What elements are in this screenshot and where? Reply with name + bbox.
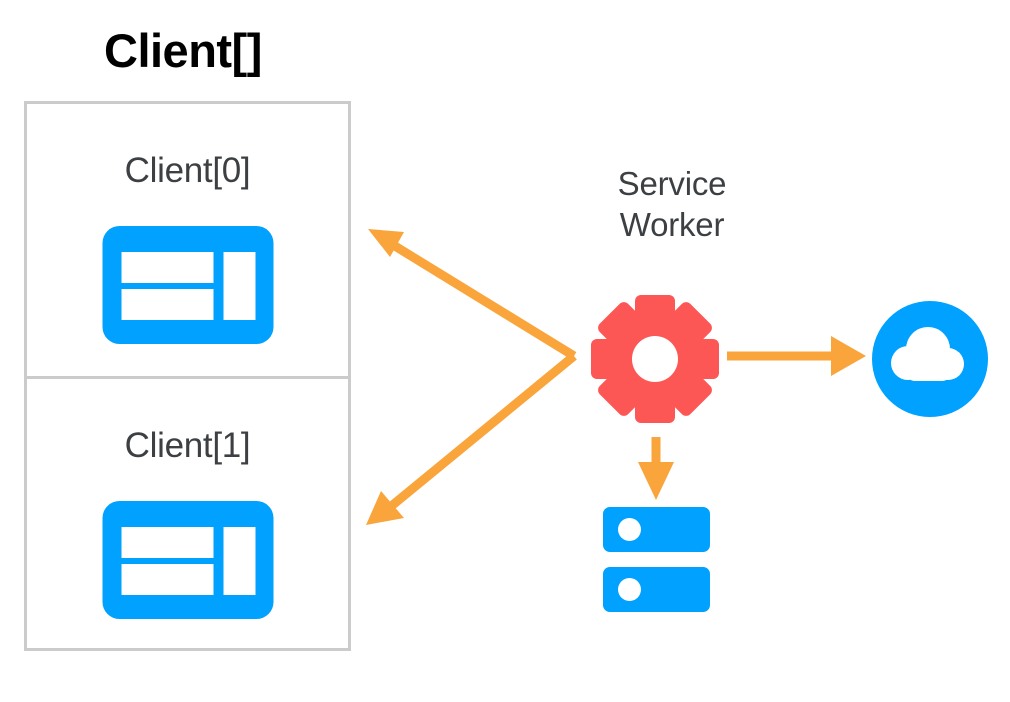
browser-window-icon [102, 501, 273, 619]
database-led-top [618, 518, 641, 541]
window-pane-top-left [121, 527, 213, 558]
arrow-sw-to-client-1-icon [366, 352, 577, 525]
window-pane-bottom-left [121, 289, 213, 320]
client-array-container: Client[0] Client[1] [24, 101, 351, 651]
gear-icon [591, 295, 719, 423]
cloud-icon [872, 301, 988, 417]
database-icon [603, 507, 710, 612]
client-1-label: Client[1] [124, 426, 251, 465]
window-pane-bottom-left [121, 564, 213, 595]
service-worker-label-line2: Worker [619, 206, 725, 244]
database-slab-bottom [603, 567, 710, 612]
arrow-sw-to-database-icon [638, 437, 674, 500]
client-array-title: Client[] [104, 24, 262, 77]
window-pane-top-left [121, 252, 213, 283]
cloud-glyph-icon [891, 327, 964, 381]
database-led-bottom [618, 578, 641, 601]
service-worker-label-line1: Service [617, 165, 727, 202]
arrow-sw-to-cloud-icon [727, 336, 866, 376]
browser-window-icon [102, 226, 273, 344]
database-slab-top [603, 507, 710, 552]
client-0-label: Client[0] [124, 151, 251, 190]
client-box-0[interactable]: Client[0] [27, 104, 348, 376]
arrow-sw-to-client-0-icon [368, 229, 577, 360]
client-box-1[interactable]: Client[1] [27, 376, 348, 648]
window-pane-right [223, 527, 255, 595]
service-worker-label: Service Worker [562, 163, 782, 246]
window-pane-right [223, 252, 255, 320]
